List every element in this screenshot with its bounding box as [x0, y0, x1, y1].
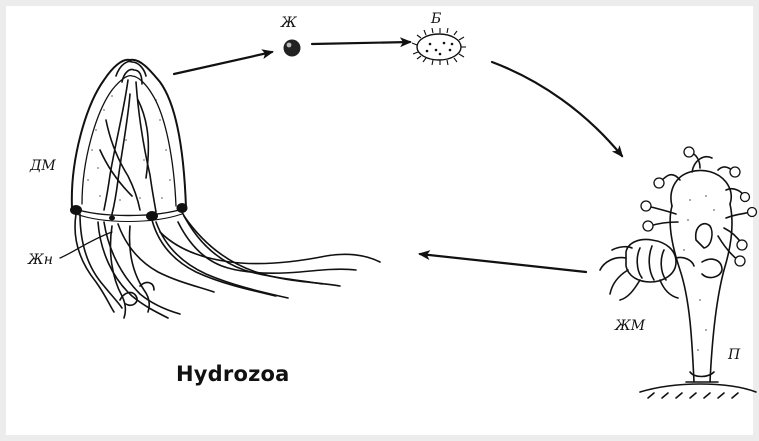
- arrow-planula-to-polyp: [492, 62, 622, 156]
- label-young-medusa: ЖМ: [615, 318, 645, 334]
- egg-cell: [284, 40, 301, 57]
- label-egg: Ж: [281, 15, 297, 31]
- label-gonad: Жн: [28, 252, 53, 268]
- arrow-polyp-to-medusa: [420, 254, 586, 272]
- arrow-egg-to-planula: [312, 42, 410, 44]
- diagram-title: Hydrozoa: [176, 362, 290, 386]
- label-planula: Б: [431, 11, 441, 27]
- label-polyp: П: [728, 347, 740, 363]
- label-medusa-sac: ДМ: [30, 158, 56, 174]
- medusa: [60, 60, 380, 318]
- cycle-arrows: [174, 42, 622, 272]
- arrow-medusa-to-egg: [174, 52, 272, 74]
- planula-larva: [412, 28, 466, 65]
